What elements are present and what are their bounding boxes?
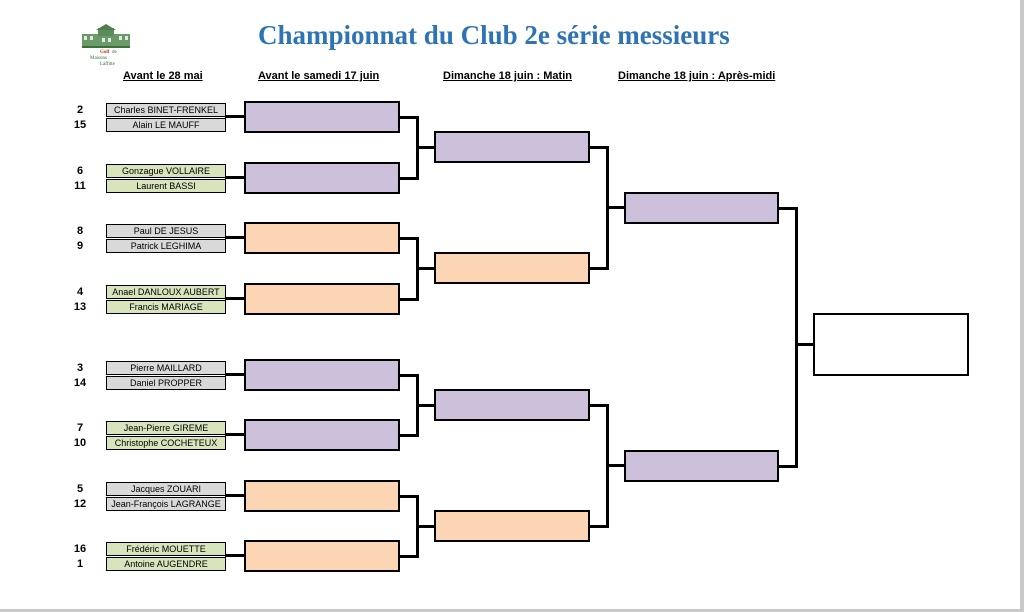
page-title: Championnat du Club 2e série messieurs xyxy=(258,20,730,50)
logo-golf-text: Golf xyxy=(100,50,110,55)
bracket-line xyxy=(416,267,436,270)
chateau-icon xyxy=(82,24,130,48)
bracket-line xyxy=(225,494,245,497)
seed-number: 3 xyxy=(76,362,84,374)
bracket-line xyxy=(777,465,797,468)
club-logo: Golf de Maisons Laffitte xyxy=(80,24,132,70)
bracket-line xyxy=(225,373,245,376)
seed-number: 10 xyxy=(73,437,87,449)
player-entry: Gonzague VOLLAIRE xyxy=(106,164,226,178)
bracket-line xyxy=(398,237,418,240)
logo-laffitte-text: Laffitte xyxy=(100,62,115,67)
seed-number: 2 xyxy=(76,104,84,116)
logo-maisons-text: Maisons xyxy=(90,56,107,61)
match-slot-round-2 xyxy=(244,419,400,451)
match-slot-round-2 xyxy=(244,480,400,512)
match-slot-round-4 xyxy=(624,450,779,482)
seed-number: 15 xyxy=(73,119,87,131)
match-slot-round-3 xyxy=(434,252,590,284)
seed-number: 16 xyxy=(73,543,87,555)
bracket-line xyxy=(398,298,418,301)
bracket-line xyxy=(795,207,798,468)
match-slot-round-2 xyxy=(244,222,400,254)
bracket-line xyxy=(606,206,626,209)
player-entry: Charles BINET-FRENKEL xyxy=(106,103,226,117)
match-slot-round-2 xyxy=(244,162,400,194)
bracket-line xyxy=(606,464,626,467)
match-slot-round-3 xyxy=(434,131,590,163)
seed-number: 7 xyxy=(76,422,84,434)
seed-number: 5 xyxy=(76,483,84,495)
player-entry: Daniel PROPPER xyxy=(106,376,226,390)
match-slot-round-3 xyxy=(434,389,590,421)
player-entry: Frédéric MOUETTE xyxy=(106,542,226,556)
seed-number: 9 xyxy=(76,240,84,252)
seed-number: 4 xyxy=(76,286,84,298)
round-header-3: Dimanche 18 juin : Matin xyxy=(443,70,572,82)
page-edge-bottom xyxy=(0,609,1024,612)
round-header-2: Avant le samedi 17 juin xyxy=(258,70,380,82)
seed-number: 12 xyxy=(73,498,87,510)
player-entry: Patrick LEGHIMA xyxy=(106,239,226,253)
seed-number: 8 xyxy=(76,225,84,237)
match-slot-round-2 xyxy=(244,540,400,572)
match-slot-round-2 xyxy=(244,101,400,133)
bracket-line xyxy=(588,146,608,149)
bracket-line xyxy=(588,404,608,407)
bracket-line xyxy=(225,115,245,118)
logo-de-text: de xyxy=(112,50,117,55)
match-slot-round-3 xyxy=(434,510,590,542)
bracket-line xyxy=(398,555,418,558)
bracket-line xyxy=(225,236,245,239)
player-entry: Jacques ZOUARI xyxy=(106,482,226,496)
player-entry: Laurent BASSI xyxy=(106,179,226,193)
seed-number: 13 xyxy=(73,301,87,313)
player-entry: Alain LE MAUFF xyxy=(106,118,226,132)
bracket-line xyxy=(416,404,436,407)
seed-number: 1 xyxy=(76,558,84,570)
bracket-line xyxy=(398,116,418,119)
bracket-line xyxy=(416,525,436,528)
bracket-line xyxy=(398,374,418,377)
player-entry: Anael DANLOUX AUBERT xyxy=(106,285,226,299)
bracket-line xyxy=(777,207,797,210)
player-entry: Antoine AUGENDRE xyxy=(106,557,226,571)
bracket-line xyxy=(225,433,245,436)
page-edge-right xyxy=(1020,0,1024,612)
winner-box xyxy=(813,313,969,376)
player-entry: Paul DE JESUS xyxy=(106,224,226,238)
bracket-line xyxy=(225,297,245,300)
bracket-line xyxy=(398,434,418,437)
bracket-line xyxy=(225,176,245,179)
match-slot-round-4 xyxy=(624,192,779,224)
round-header-4: Dimanche 18 juin : Après-midi xyxy=(618,70,776,82)
bracket-line xyxy=(416,146,436,149)
bracket-line xyxy=(398,177,418,180)
match-slot-round-2 xyxy=(244,359,400,391)
bracket-line xyxy=(588,267,608,270)
player-entry: Pierre MAILLARD xyxy=(106,361,226,375)
player-entry: Jean-François LAGRANGE xyxy=(106,497,226,511)
seed-number: 11 xyxy=(74,180,86,192)
bracket-line xyxy=(588,525,608,528)
seed-number: 14 xyxy=(73,377,87,389)
bracket-line xyxy=(225,554,245,557)
round-header-1: Avant le 28 mai xyxy=(123,70,203,82)
player-entry: Christophe COCHETEUX xyxy=(106,436,226,450)
bracket-line xyxy=(398,495,418,498)
match-slot-round-2 xyxy=(244,283,400,315)
player-entry: Jean-Pierre GIREME xyxy=(106,421,226,435)
seed-number: 6 xyxy=(76,165,84,177)
player-entry: Francis MARIAGE xyxy=(106,300,226,314)
bracket-line xyxy=(795,343,815,346)
